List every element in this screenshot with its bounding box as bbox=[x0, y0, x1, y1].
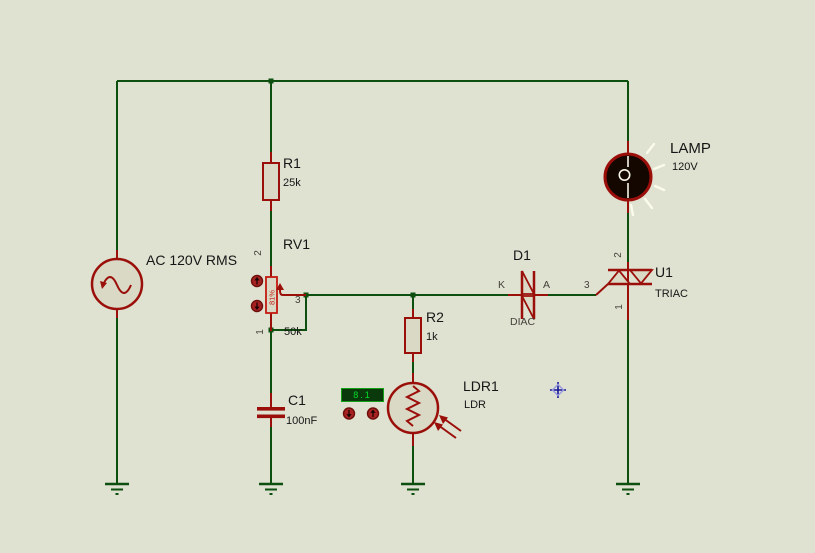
triac-u1-symbol[interactable] bbox=[606, 262, 654, 320]
d1-value-label: DIAC bbox=[510, 316, 536, 328]
r1-value-label: 25k bbox=[283, 177, 301, 189]
lamp-rays-icon bbox=[629, 142, 666, 217]
ground-symbols bbox=[105, 482, 640, 495]
ground-symbol bbox=[616, 482, 640, 495]
r2-value-label: 1k bbox=[426, 331, 438, 343]
u1-pin2-label: 2 bbox=[612, 252, 624, 258]
ldr-zigzag-icon bbox=[404, 385, 422, 427]
rv1-value-label: 50k bbox=[284, 326, 302, 338]
up-arrow-head-icon bbox=[254, 277, 260, 281]
lamp-value-label: 120V bbox=[672, 161, 698, 173]
potentiometer-rv1-symbol[interactable]: 81% bbox=[265, 276, 306, 314]
origin-marker-icon bbox=[550, 382, 566, 398]
ldr1-decrease-button[interactable] bbox=[342, 407, 356, 420]
u1-value-label: TRIAC bbox=[655, 288, 688, 300]
ground-symbol bbox=[105, 482, 129, 495]
c1-ref-label: C1 bbox=[288, 392, 306, 408]
lamp-ref-label: LAMP bbox=[670, 140, 711, 157]
capacitor-c1-symbol[interactable] bbox=[257, 407, 285, 419]
r2-ref-label: R2 bbox=[426, 309, 444, 325]
rv1-pin2-label: 2 bbox=[252, 250, 264, 256]
ldr1-value-label: LDR bbox=[464, 399, 487, 411]
wiper-arm bbox=[279, 288, 306, 296]
light-arrow-head-icon bbox=[434, 422, 443, 431]
d1-pin-a-label: A bbox=[543, 279, 551, 291]
lamp-symbol[interactable] bbox=[603, 142, 666, 217]
light-arrows-icon bbox=[437, 417, 462, 439]
ldr1-symbol[interactable] bbox=[386, 381, 462, 439]
ground-symbol bbox=[401, 482, 425, 495]
u1-ref-label: U1 bbox=[655, 264, 673, 280]
up-arrow-head-icon bbox=[370, 409, 376, 413]
resistor-r1-symbol[interactable] bbox=[262, 162, 280, 201]
c1-value-label: 100nF bbox=[286, 415, 318, 427]
sine-wave-icon bbox=[102, 276, 132, 294]
u1-pin3-label: 3 bbox=[584, 280, 590, 291]
rv1-ref-label: RV1 bbox=[283, 236, 310, 252]
wiper-percent-label: 81% bbox=[268, 290, 277, 305]
sine-arrow-icon bbox=[100, 281, 107, 289]
wiper-arrow-icon bbox=[276, 283, 284, 290]
ldr1-ref-label: LDR1 bbox=[463, 378, 499, 394]
resistor-r2-symbol[interactable] bbox=[404, 317, 422, 354]
ldr1-increase-button[interactable] bbox=[366, 407, 380, 420]
r1-ref-label: R1 bbox=[283, 155, 301, 171]
rv1-increase-button[interactable] bbox=[250, 274, 264, 288]
d1-pin-k-label: K bbox=[498, 279, 506, 291]
ac-source-symbol[interactable] bbox=[90, 257, 144, 311]
junction-dot bbox=[268, 78, 274, 84]
ground-symbol bbox=[259, 482, 283, 495]
down-arrow-head-icon bbox=[346, 414, 352, 418]
component-leads bbox=[116, 141, 629, 446]
u1-pin1-label: 1 bbox=[613, 304, 625, 310]
diac-d1-symbol[interactable] bbox=[520, 270, 536, 320]
junction-dot bbox=[410, 292, 416, 298]
light-arrow-head-icon bbox=[439, 415, 448, 424]
wire-wiper-loop bbox=[272, 295, 307, 331]
down-arrow-head-icon bbox=[254, 306, 260, 310]
ac-source-label: AC 120V RMS bbox=[146, 252, 238, 268]
d1-ref-label: D1 bbox=[513, 247, 531, 263]
rv1-decrease-button[interactable] bbox=[250, 299, 264, 313]
filament-icon bbox=[618, 156, 631, 198]
ldr1-resistance-display[interactable]: 8.1 bbox=[341, 388, 384, 402]
rv1-pin3-label: 3 bbox=[295, 295, 301, 306]
wire-net bbox=[116, 80, 629, 484]
triac-gate-lead bbox=[595, 283, 609, 296]
rv1-pin1-label: 1 bbox=[254, 329, 266, 335]
